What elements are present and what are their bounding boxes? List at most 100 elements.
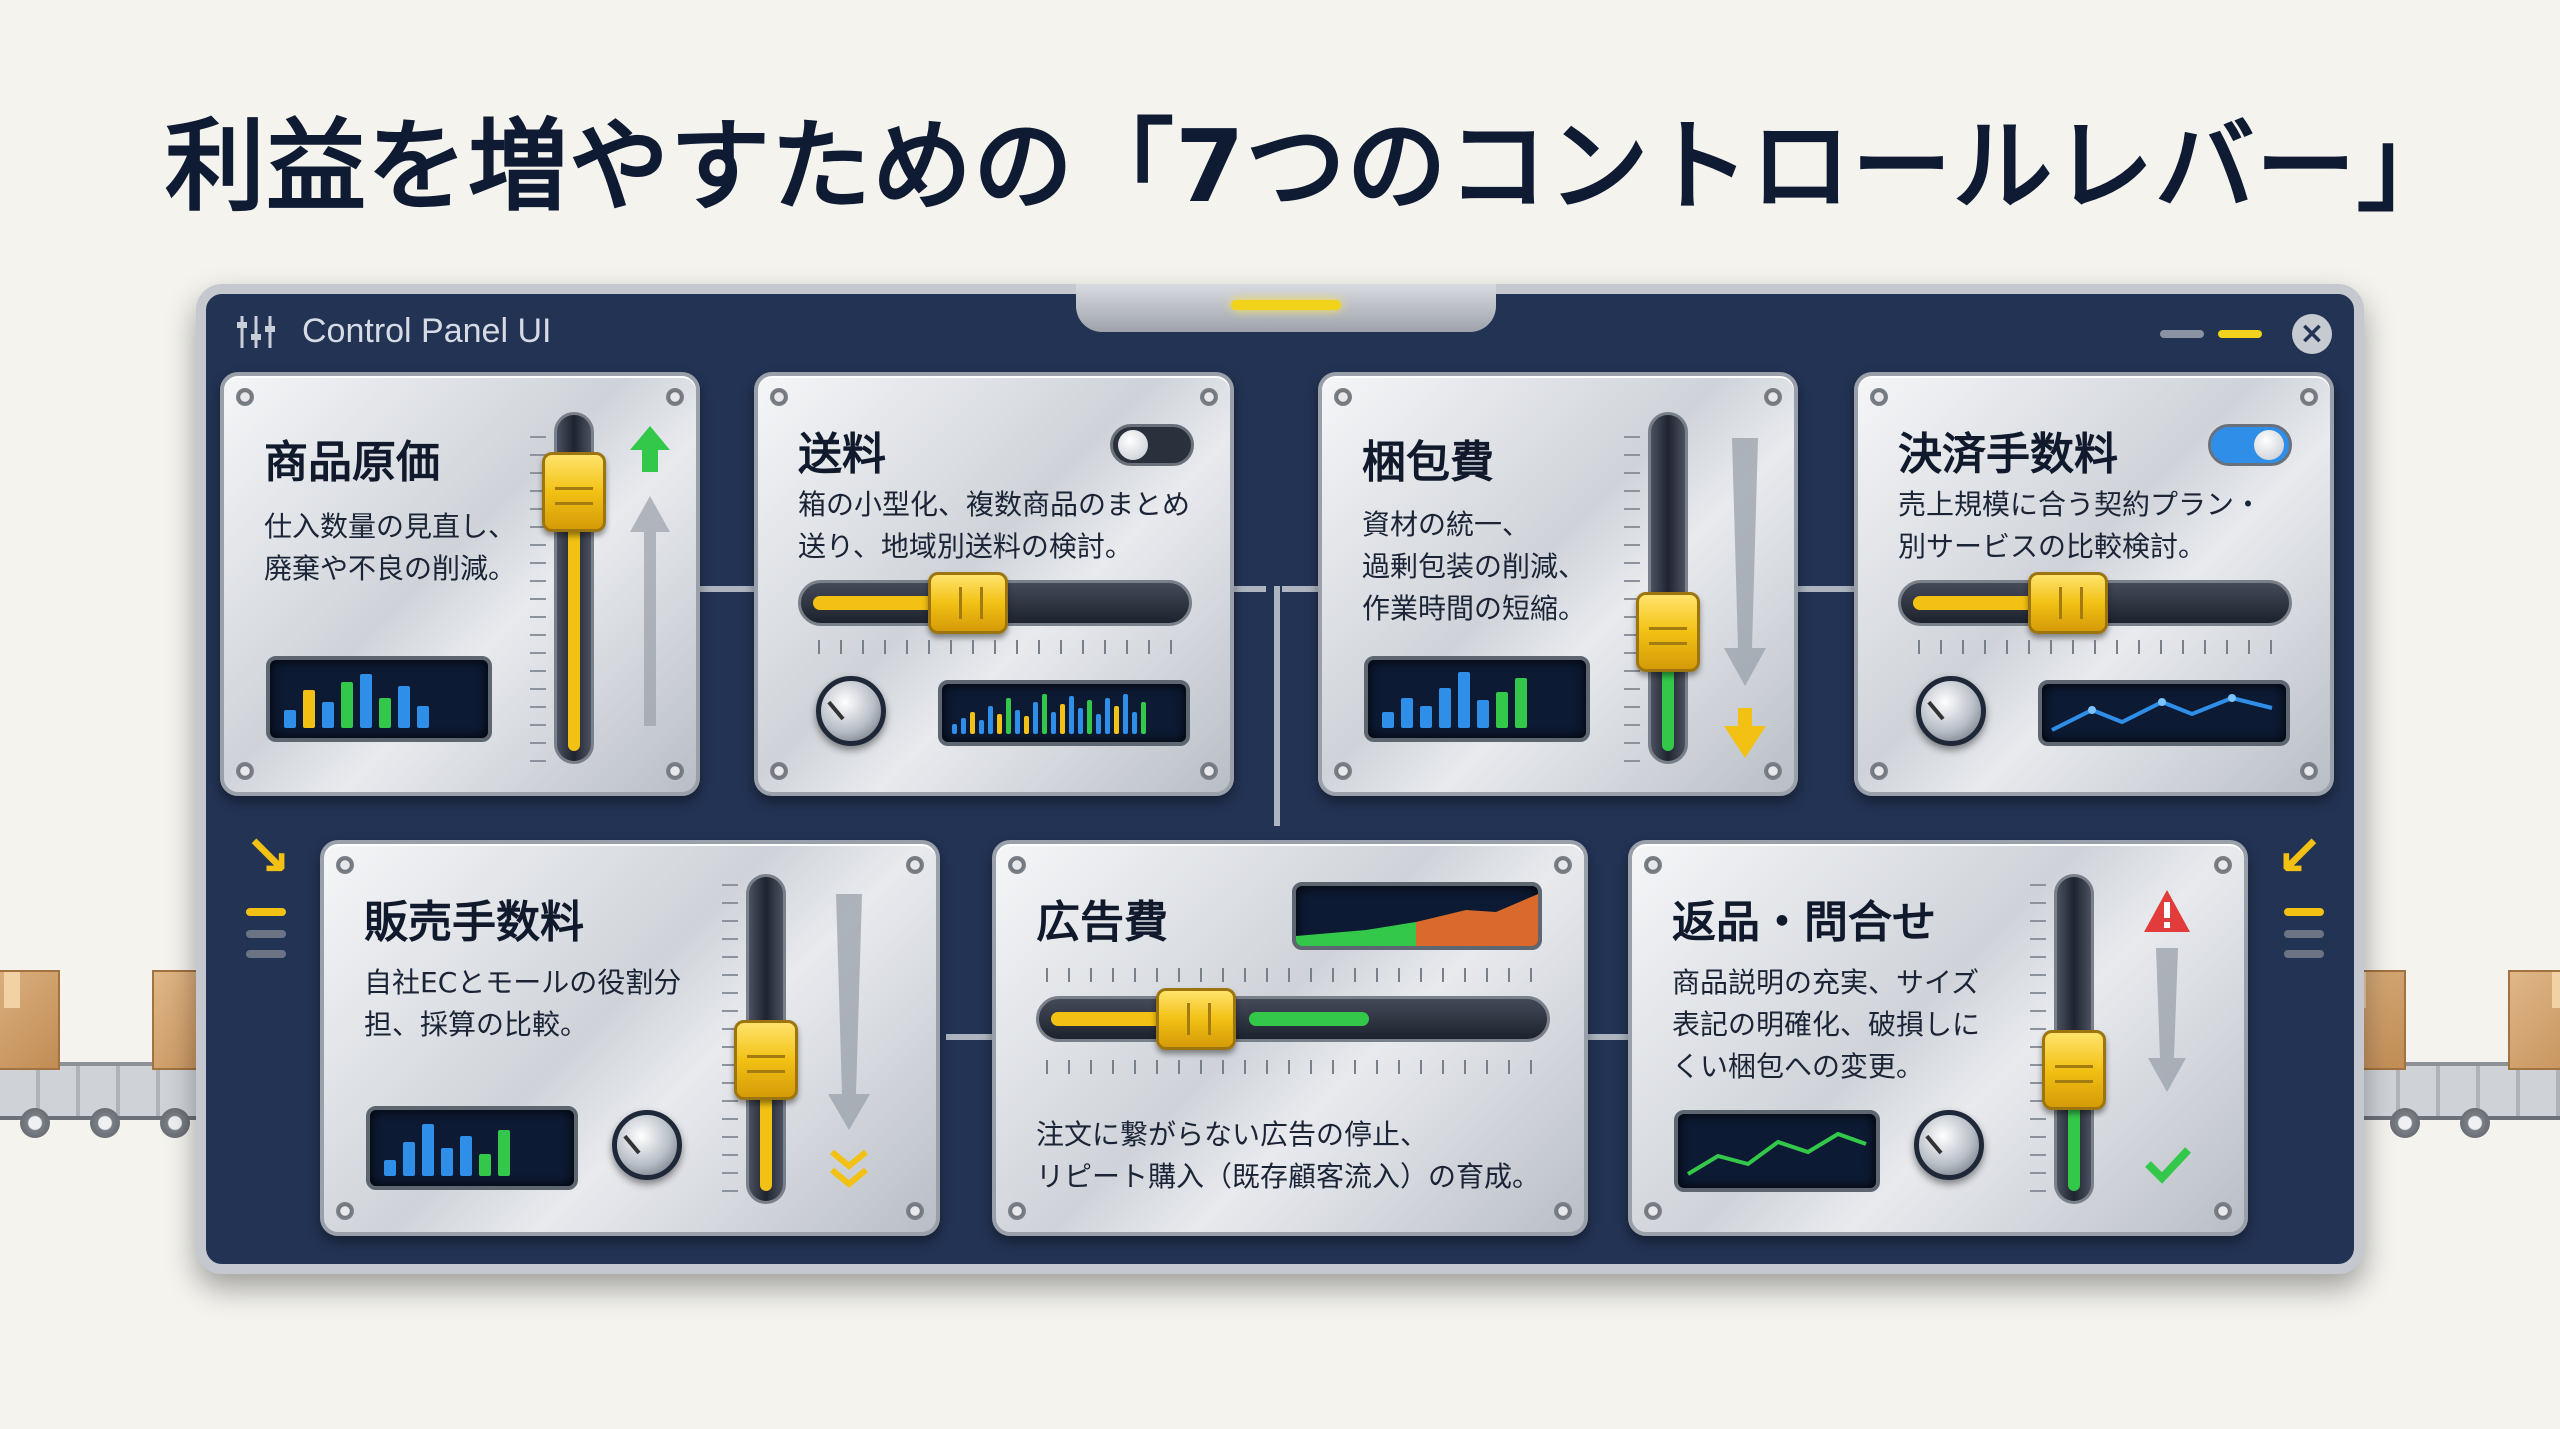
scale-ticks <box>1046 968 1546 982</box>
roller <box>2390 1108 2420 1138</box>
line-graph-display <box>1674 1110 1880 1192</box>
status-light <box>1231 300 1341 310</box>
panel-title: 商品原価 <box>264 437 440 488</box>
arrow-down-icon <box>828 894 870 1188</box>
screw <box>666 388 684 406</box>
dial-knob[interactable] <box>612 1110 682 1180</box>
panel-description: 商品説明の充実、サイズ 表記の明確化、破損しに くい梱包への変更。 <box>1672 966 1981 1083</box>
screw <box>1870 388 1888 406</box>
bar-graph-display <box>1364 656 1590 742</box>
panel-shipping: 送料 箱の小型化、複数商品のまとめ 送り、地域別送料の検討。 <box>754 372 1234 796</box>
screw <box>1644 856 1662 874</box>
panel-title: 決済手数料 <box>1898 429 2118 480</box>
cardboard-box-icon <box>2508 970 2560 1070</box>
dial-knob[interactable] <box>1916 676 1986 746</box>
slider-handle[interactable] <box>2042 1030 2106 1110</box>
bar-graph-display <box>266 656 492 742</box>
connector-line <box>1576 1034 1636 1040</box>
panel-description: 箱の小型化、複数商品のまとめ 送り、地域別送料の検討。 <box>798 488 1191 563</box>
arrow-down-right-icon: ↘ <box>244 824 291 889</box>
dial-knob[interactable] <box>1914 1110 1984 1180</box>
area-graph <box>1296 894 1538 946</box>
screw <box>1764 388 1782 406</box>
roller <box>20 1108 50 1138</box>
slider-handle[interactable] <box>2028 572 2108 634</box>
roller <box>90 1108 120 1138</box>
panel-title: 返品・問合せ <box>1672 897 1936 948</box>
panel-description: 売上規模に合う契約プラン・ 別サービスの比較検討。 <box>1898 488 2263 563</box>
arrow-down-icon <box>2148 948 2186 1092</box>
maximize-button[interactable] <box>2218 330 2262 338</box>
warning-icon <box>2144 890 2190 932</box>
screw <box>906 856 924 874</box>
screw <box>2300 762 2318 780</box>
scale-ticks <box>1624 436 1640 766</box>
arrow-down-icon <box>1724 438 1766 758</box>
bar-graph-display <box>938 680 1190 746</box>
connector-line <box>946 1034 1006 1040</box>
slider-handle[interactable] <box>928 572 1008 634</box>
screw <box>770 388 788 406</box>
panel-description: 資材の統一、 過剰包装の削減、 作業時間の短縮。 <box>1362 508 1587 625</box>
scale-ticks <box>1918 640 2278 654</box>
panel-title: 販売手数料 <box>364 897 584 948</box>
screw <box>1008 856 1026 874</box>
dial-knob[interactable] <box>816 676 886 746</box>
screw <box>906 1202 924 1220</box>
bar-graph-display <box>366 1106 578 1190</box>
panel-title: 広告費 <box>1036 897 1168 948</box>
panel-ad-cost: 広告費 注文に繋がらない広告の停止、 リピート購入（既存顧客流入）の育成。 <box>992 840 1588 1236</box>
connector-line <box>1274 586 1280 826</box>
screw <box>1644 1202 1662 1220</box>
screw <box>1870 762 1888 780</box>
panel-packaging: 梱包費 資材の統一、 過剰包装の削減、 作業時間の短縮。 <box>1318 372 1798 796</box>
indicator-light <box>2284 950 2324 958</box>
minimize-button[interactable] <box>2160 330 2204 338</box>
arrow-up-icon <box>630 426 670 726</box>
screw <box>336 856 354 874</box>
control-panel-window: Control Panel UI × ↘ ↙ 商品原価 仕入数量の見直し、 廃棄… <box>196 284 2364 1274</box>
screw <box>666 762 684 780</box>
screw <box>2214 1202 2232 1220</box>
screw <box>1008 1202 1026 1220</box>
indicator-light <box>2284 908 2324 916</box>
line-graph-display <box>2038 680 2290 746</box>
indicator-light <box>246 950 286 958</box>
arrow-down-left-icon: ↙ <box>2276 824 2323 889</box>
close-button[interactable]: × <box>2292 314 2332 354</box>
panel-title: 送料 <box>798 429 886 480</box>
slider-handle[interactable] <box>1156 988 1236 1050</box>
screw <box>1200 388 1218 406</box>
slider-handle[interactable] <box>542 452 606 532</box>
panel-payment-fee: 決済手数料 売上規模に合う契約プラン・ 別サービスの比較検討。 <box>1854 372 2334 796</box>
window-title: Control Panel UI <box>302 312 552 350</box>
screw <box>2214 856 2232 874</box>
screw <box>236 762 254 780</box>
slider-handle[interactable] <box>734 1020 798 1100</box>
scale-ticks <box>722 884 738 1204</box>
screw <box>1554 856 1572 874</box>
panel-title: 梱包費 <box>1362 437 1494 488</box>
screw <box>1200 762 1218 780</box>
panel-product-cost: 商品原価 仕入数量の見直し、 廃棄や不良の削減。 <box>220 372 700 796</box>
payment-fee-toggle[interactable] <box>2208 424 2292 466</box>
screw <box>2300 388 2318 406</box>
screw <box>1554 1202 1572 1220</box>
line-graph <box>2051 694 2273 732</box>
ad-cost-slider[interactable] <box>1036 996 1550 1042</box>
area-graph-display <box>1292 882 1542 950</box>
screw <box>336 1202 354 1220</box>
packaging-slider[interactable] <box>1648 412 1688 764</box>
indicator-light <box>2284 930 2324 938</box>
screw <box>770 762 788 780</box>
panel-description: 仕入数量の見直し、 廃棄や不良の削減。 <box>264 510 517 585</box>
panel-description: 注文に繋がらない広告の停止、 リピート購入（既存顧客流入）の育成。 <box>1036 1118 1541 1193</box>
sliders-icon <box>237 316 275 348</box>
panel-sales-fee: 販売手数料 自社ECとモールの役割分 担、採算の比較。 <box>320 840 940 1236</box>
screw <box>236 388 254 406</box>
shipping-toggle[interactable] <box>1110 424 1194 466</box>
screw <box>1334 762 1352 780</box>
panel-returns: 返品・問合せ 商品説明の充実、サイズ 表記の明確化、破損しに くい梱包への変更。 <box>1628 840 2248 1236</box>
cardboard-box-icon <box>0 970 60 1070</box>
slider-handle[interactable] <box>1636 592 1700 672</box>
